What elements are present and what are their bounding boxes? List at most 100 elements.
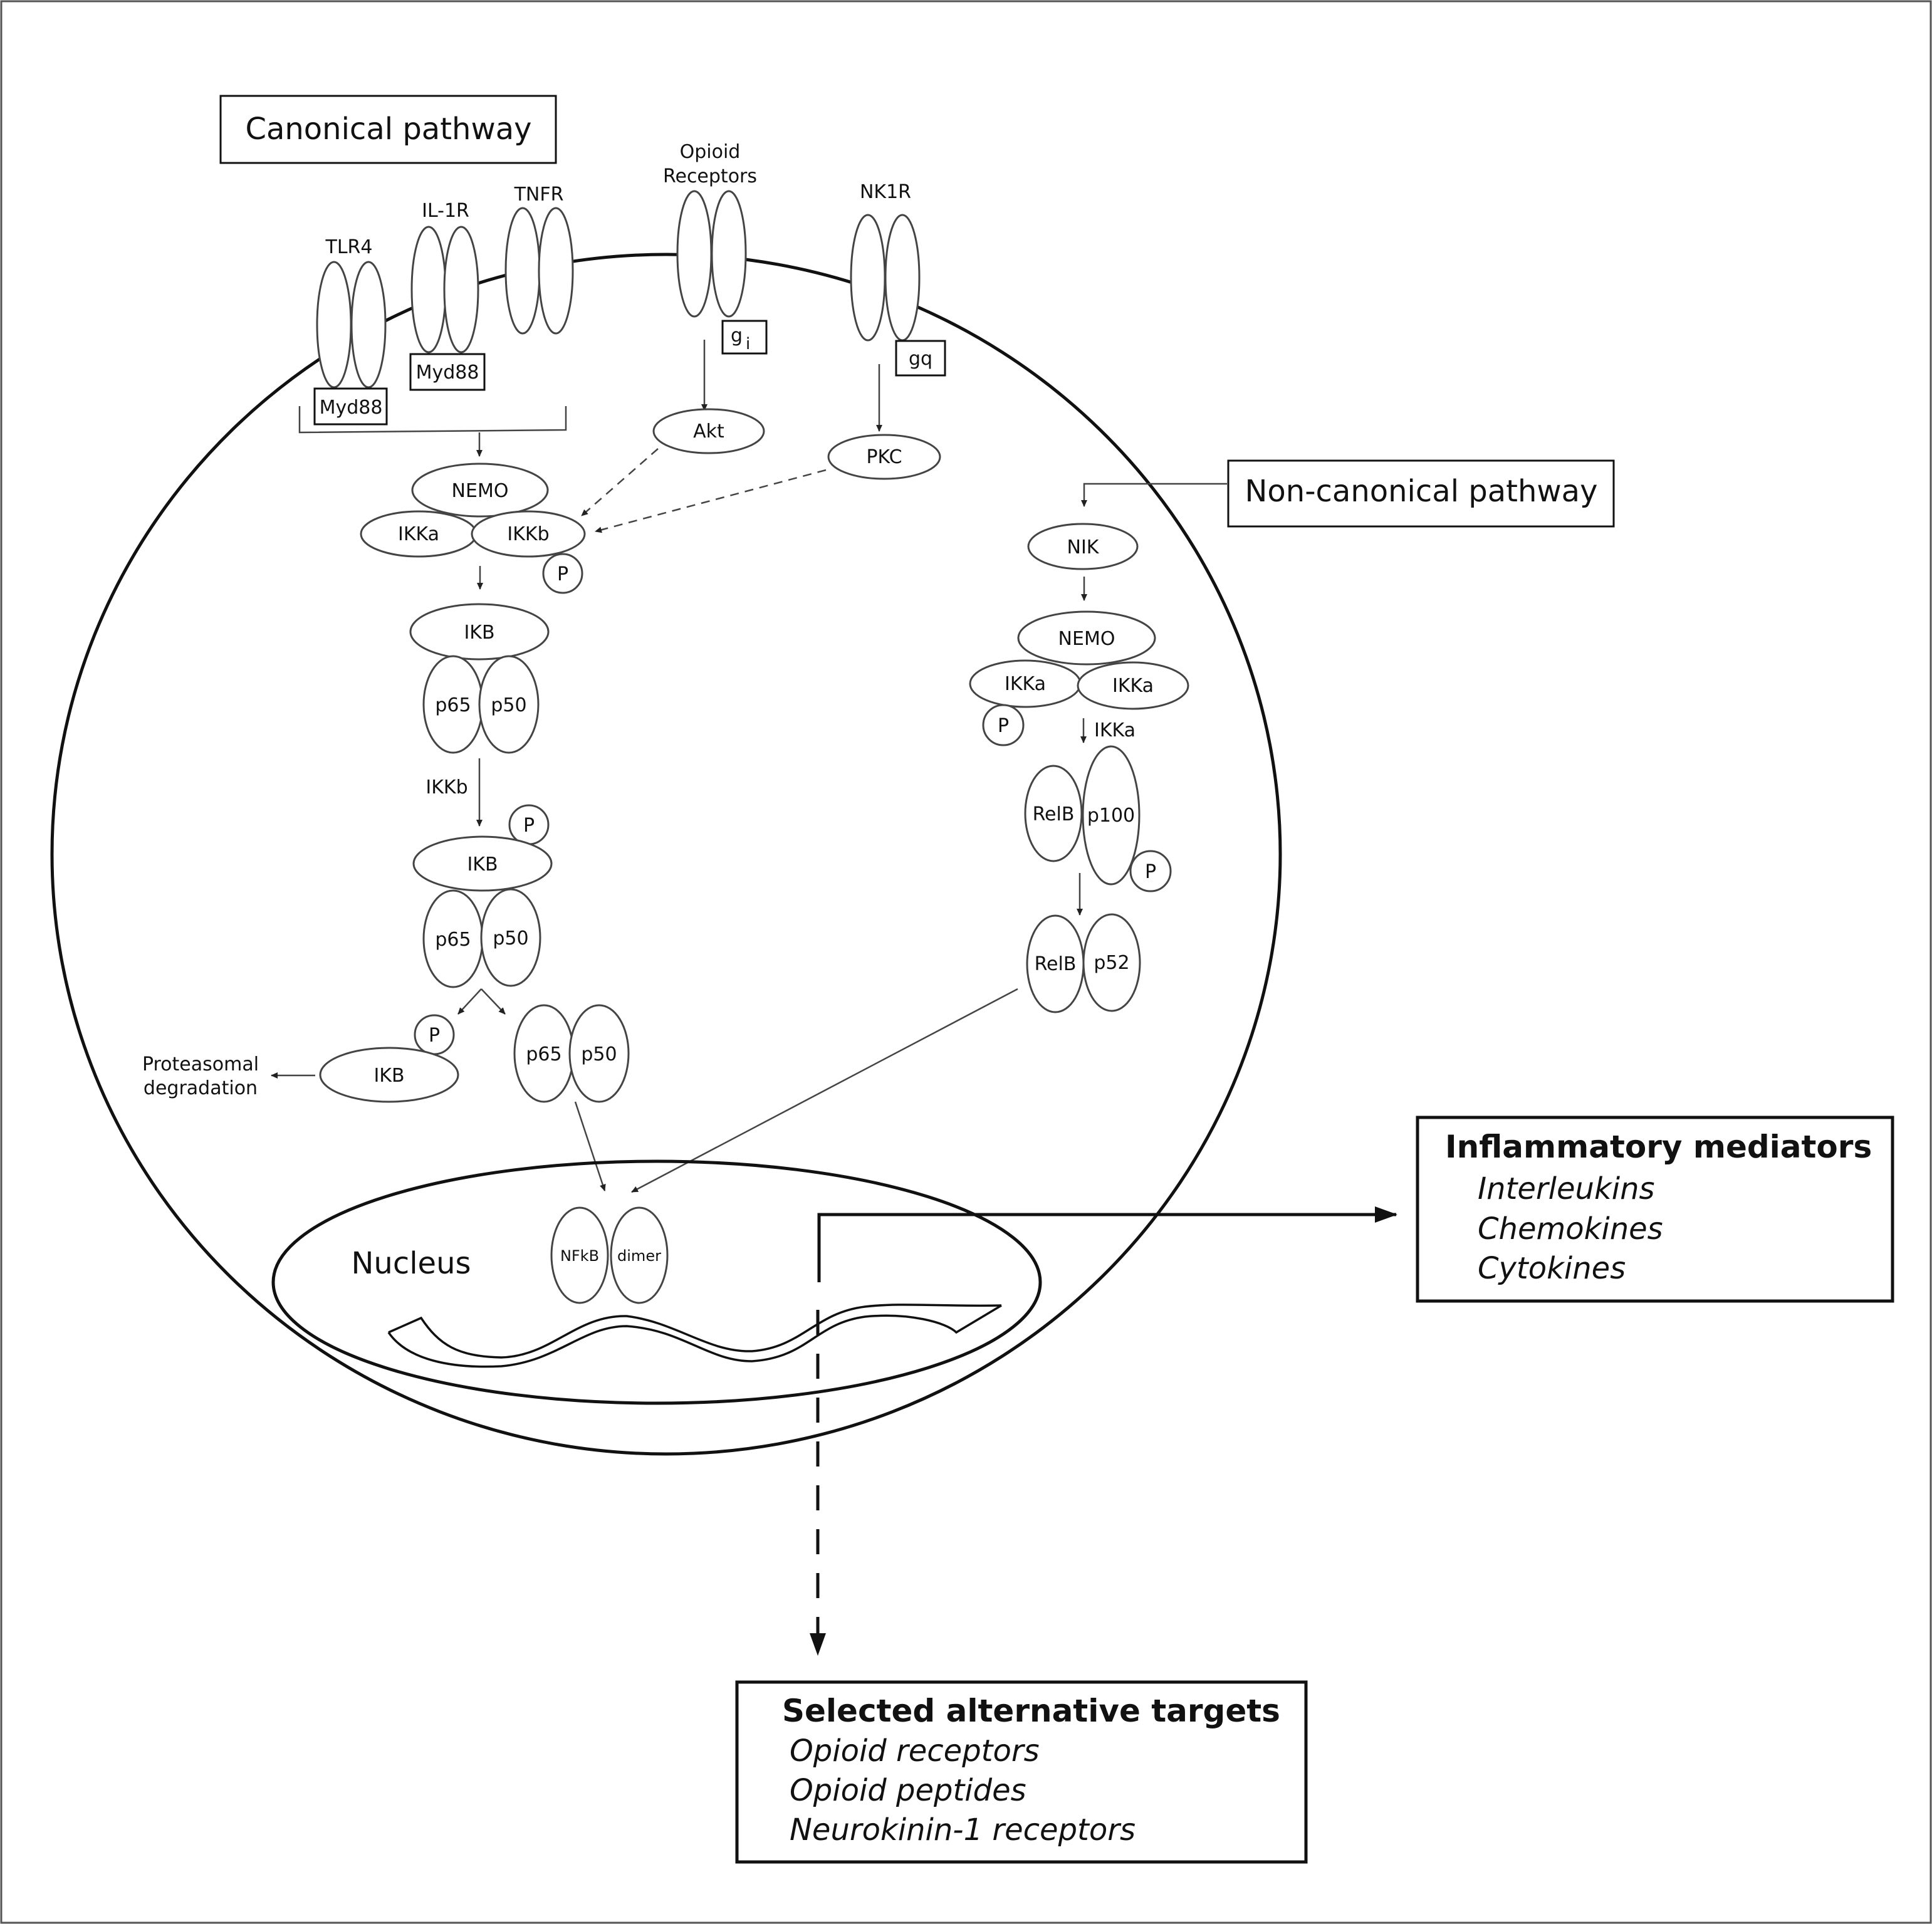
- arrow-split-ikb: [457, 988, 482, 1015]
- phospho-ikka: P: [982, 704, 1025, 746]
- canonical-ikka: IKKa: [360, 510, 478, 558]
- svg-text:Non-canonical pathway: Non-canonical pathway: [1245, 474, 1598, 509]
- svg-text:NEMO: NEMO: [452, 480, 509, 502]
- phospho-ikb: P: [508, 804, 550, 845]
- relb-p100-complex: RelB p100: [1024, 745, 1141, 886]
- svg-text:IKB: IKB: [464, 622, 494, 644]
- canonical-nemo: NEMO: [411, 463, 549, 518]
- svg-text:Canonical pathway: Canonical pathway: [245, 112, 531, 147]
- canonical-ikkb: IKKb: [471, 510, 586, 558]
- gq-protein: gq: [895, 340, 946, 377]
- svg-text:Akt: Akt: [693, 421, 724, 442]
- il1r-label: IL-1R: [422, 200, 469, 222]
- nucleus-membrane: [271, 1159, 1042, 1405]
- dna-strand: [387, 1304, 1002, 1368]
- phospho-ikb-free: P: [414, 1014, 455, 1055]
- svg-text:NIK: NIK: [1067, 536, 1100, 558]
- svg-text:IKB: IKB: [467, 854, 498, 876]
- nik-node: NIK: [1027, 523, 1139, 570]
- svg-text:Opioid: Opioid: [680, 141, 741, 163]
- svg-text:Myd88: Myd88: [320, 397, 383, 419]
- myd88-tlr4: Myd88: [313, 387, 388, 426]
- relb-p52-complex: RelB p52: [1026, 913, 1141, 1013]
- arrow-pkc-ikkb: [595, 469, 827, 533]
- phospho-p100: P: [1129, 850, 1172, 892]
- alternative-item: Opioid peptides: [790, 1773, 1026, 1808]
- svg-text:PKC: PKC: [866, 446, 902, 468]
- p65-p50-free: p65 p50: [513, 1004, 630, 1103]
- non-canonical-pathway-label: Non-canonical pathway: [1227, 459, 1615, 528]
- pkc-node: PKC: [827, 434, 941, 480]
- svg-text:IKKa: IKKa: [1005, 673, 1046, 695]
- inflammatory-item: Cytokines: [1478, 1251, 1626, 1286]
- inflammatory-item: Interleukins: [1478, 1171, 1655, 1206]
- ikb-complex-2: IKB p65 p50: [412, 835, 553, 988]
- svg-text:P: P: [998, 715, 1009, 737]
- svg-text:p50: p50: [491, 694, 526, 716]
- svg-text:p65: p65: [526, 1043, 561, 1065]
- receptor-bracket: [298, 406, 567, 434]
- svg-text:NEMO: NEMO: [1058, 628, 1115, 650]
- arrow-noncanonical-nik: [1081, 483, 1227, 507]
- svg-text:p65: p65: [435, 694, 471, 716]
- svg-text:IKKb: IKKb: [507, 523, 549, 545]
- noncanonical-ikka-left: IKKa: [969, 659, 1082, 708]
- receptor-il1r: IL-1R: [410, 200, 479, 353]
- gi-protein: g i: [721, 320, 768, 355]
- svg-text:IKB: IKB: [373, 1065, 404, 1087]
- svg-text:p100: p100: [1087, 805, 1135, 827]
- arrow-akt-ikkb: [581, 448, 659, 516]
- cell-membrane: [50, 253, 1282, 1456]
- alternative-header: Selected alternative targets: [782, 1693, 1280, 1729]
- svg-text:P: P: [1145, 861, 1156, 883]
- nucleus-label: Nucleus: [351, 1246, 471, 1281]
- ikkb-arrow-label: IKKb: [426, 776, 467, 798]
- ikb-complex-1: IKB p65 p50: [409, 603, 550, 754]
- arrow-to-inflammatory: [817, 1206, 1397, 1282]
- svg-text:NFkB: NFkB: [560, 1247, 599, 1265]
- svg-text:p65: p65: [435, 929, 471, 951]
- svg-text:i: i: [746, 335, 750, 353]
- alternative-item: Opioid receptors: [790, 1733, 1040, 1769]
- arrow-relb-nucleus: [631, 988, 1018, 1193]
- svg-text:Proteasomal: Proteasomal: [142, 1053, 259, 1075]
- alternative-item: Neurokinin-1 receptors: [790, 1812, 1136, 1848]
- proteasomal-degradation-label: Proteasomal degradation: [142, 1053, 259, 1099]
- arrow-split-dimer: [481, 988, 506, 1015]
- svg-text:degradation: degradation: [144, 1077, 258, 1099]
- inflammatory-mediators-box: Inflammatory mediators Interleukins Chem…: [1416, 1116, 1894, 1303]
- canonical-pathway-label: Canonical pathway: [219, 95, 557, 164]
- inflammatory-item: Chemokines: [1478, 1211, 1663, 1247]
- arrow-dimer-nucleus: [574, 1101, 606, 1191]
- svg-text:Myd88: Myd88: [416, 362, 479, 384]
- svg-text:p50: p50: [581, 1043, 617, 1065]
- svg-text:IKKa: IKKa: [398, 523, 439, 545]
- svg-text:RelB: RelB: [1033, 803, 1075, 825]
- noncanonical-nemo: NEMO: [1017, 610, 1156, 666]
- akt-node: Akt: [652, 408, 765, 454]
- svg-text:P: P: [429, 1025, 440, 1047]
- svg-text:P: P: [557, 563, 568, 585]
- svg-text:IKKa: IKKa: [1112, 675, 1154, 697]
- svg-text:p52: p52: [1094, 952, 1129, 974]
- tnfr-label: TNFR: [514, 184, 564, 206]
- inflammatory-header: Inflammatory mediators: [1445, 1129, 1872, 1165]
- svg-text:p50: p50: [493, 928, 528, 949]
- nk1r-label: NK1R: [860, 181, 911, 203]
- svg-text:g: g: [731, 325, 743, 347]
- ikka-arrow-label: IKKa: [1094, 719, 1136, 741]
- phospho-ikkb: P: [542, 553, 583, 594]
- noncanonical-ikka-right: IKKa: [1077, 661, 1189, 710]
- svg-text:gq: gq: [909, 348, 932, 370]
- ikb-free: IKB: [319, 1047, 459, 1103]
- svg-text:dimer: dimer: [617, 1247, 661, 1265]
- nfkb-dimer: NFkB dimer: [550, 1206, 669, 1304]
- tlr4-label: TLR4: [325, 236, 373, 258]
- myd88-il1r: Myd88: [409, 353, 486, 391]
- receptor-tnfr: TNFR: [504, 184, 574, 335]
- receptor-opioid: Opioid Receptors: [663, 141, 757, 318]
- receptor-nk1r: NK1R: [850, 181, 921, 342]
- alternative-targets-box: Selected alternative targets Opioid rece…: [735, 1680, 1308, 1864]
